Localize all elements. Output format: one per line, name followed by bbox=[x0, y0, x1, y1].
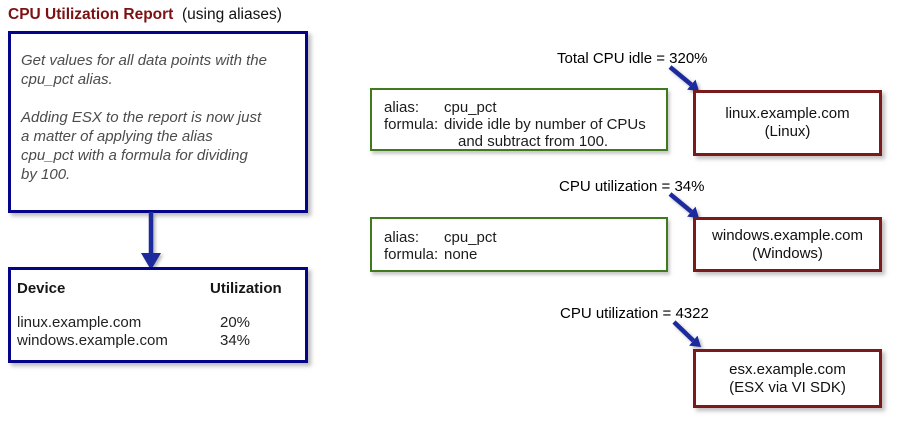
report-header-device: Device bbox=[17, 280, 66, 297]
formula-value: divide idle by number of CPUs bbox=[444, 116, 646, 133]
callout-total-cpu-idle: Total CPU idle = 320% bbox=[557, 50, 708, 67]
arrow-down-icon bbox=[141, 212, 161, 270]
callout-cpu-utilization-esx: CPU utilization = 4322 bbox=[560, 305, 709, 322]
report-header-utilization: Utilization bbox=[210, 280, 282, 297]
callout-cpu-utilization-windows: CPU utilization = 34% bbox=[559, 178, 705, 195]
note-paragraph-1: Get values for all data points with the … bbox=[21, 52, 267, 88]
alias-label: alias: bbox=[384, 99, 420, 116]
page-title-text: CPU Utilization Report bbox=[8, 6, 174, 23]
report-table: Device Utilization linux.example.com 20%… bbox=[8, 267, 308, 363]
arrow-diagonal-icon bbox=[672, 320, 701, 347]
formula-empty-cell bbox=[384, 133, 444, 150]
arrow-diagonal-icon bbox=[668, 192, 699, 218]
device-name: linux.example.com bbox=[725, 105, 850, 122]
device-box-esx: esx.example.com (ESX via VI SDK) bbox=[693, 349, 882, 408]
note-box: Get values for all data points with the … bbox=[8, 31, 308, 213]
device-name: esx.example.com bbox=[729, 360, 846, 378]
table-row-utilization: 34% bbox=[220, 332, 251, 349]
formula-label: formula: bbox=[384, 116, 439, 133]
table-row-utilization: 20% bbox=[220, 314, 251, 331]
formula-value-continued: and subtract from 100. bbox=[458, 133, 609, 150]
report-spacer bbox=[17, 298, 299, 314]
device-name: windows.example.com bbox=[712, 226, 863, 244]
alias-label: alias: bbox=[384, 229, 420, 246]
alias-value: cpu_pct bbox=[444, 99, 497, 116]
page-subtitle-text: (using aliases) bbox=[181, 6, 282, 23]
formula-label: formula: bbox=[384, 246, 439, 263]
alias-value: cpu_pct bbox=[444, 229, 497, 246]
alias-formula-box-windows: alias: cpu_pct formula: none bbox=[370, 217, 668, 272]
device-platform: (ESX via VI SDK) bbox=[729, 378, 846, 396]
device-platform: (Linux) bbox=[764, 123, 811, 140]
device-box-windows: windows.example.com (Windows) bbox=[693, 217, 882, 272]
table-row-device: linux.example.com bbox=[17, 314, 142, 331]
formula-value: none bbox=[444, 246, 478, 263]
device-box-linux: linux.example.com (Linux) bbox=[693, 90, 882, 156]
device-platform: (Windows) bbox=[752, 244, 823, 262]
report-table-grid: Device Utilization linux.example.com 20%… bbox=[17, 280, 299, 350]
page-title: CPU Utilization Report (using aliases) bbox=[8, 6, 282, 24]
table-row-device: windows.example.com bbox=[17, 332, 168, 349]
alias-formula-box-linux: alias: cpu_pct formula: divide idle by n… bbox=[370, 88, 668, 151]
arrow-diagonal-icon bbox=[668, 65, 699, 91]
note-paragraph-2: Adding ESX to the report is now just a m… bbox=[21, 109, 262, 183]
